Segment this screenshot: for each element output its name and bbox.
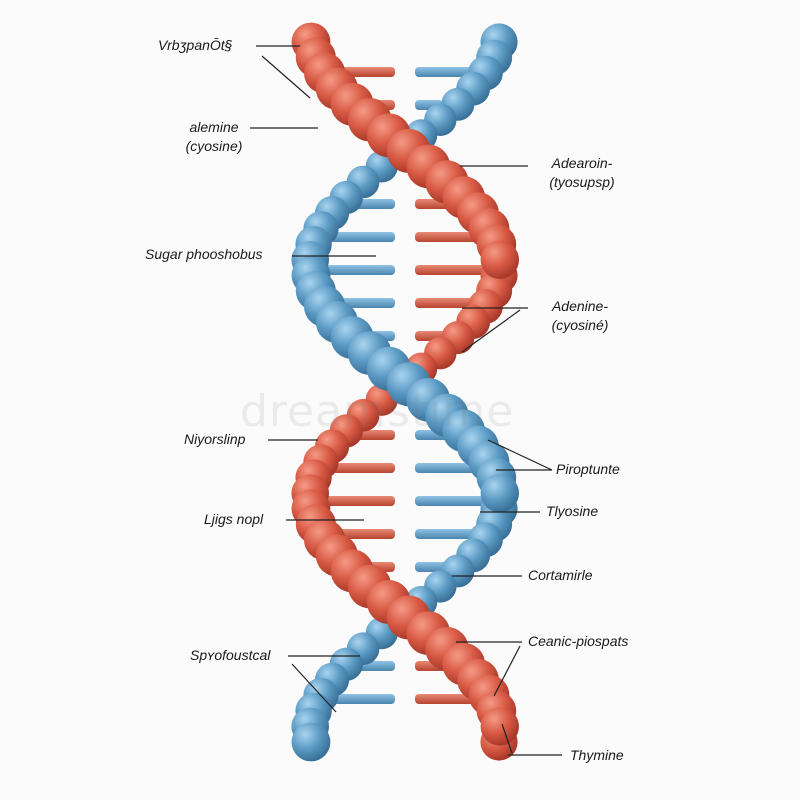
label-line: (cyosiné) xyxy=(551,317,609,333)
label-line: alemine xyxy=(189,119,239,135)
label-niyorslinp: Niyorslinp xyxy=(184,431,246,447)
base-rung xyxy=(354,199,395,209)
leader-line xyxy=(461,309,521,353)
label-ceanic-prospats: Ceanic-piospats xyxy=(528,633,629,649)
base-rung xyxy=(415,298,474,308)
base-rung xyxy=(415,67,473,77)
label-spofoustcal: Spʏofoustcal xyxy=(190,647,271,663)
leader-line xyxy=(501,723,513,754)
leader-line xyxy=(291,663,337,713)
label-cortamirle: Cortamirle xyxy=(528,567,593,583)
base-rung xyxy=(330,232,395,242)
blue-backbone-sphere xyxy=(291,722,331,762)
leader-line xyxy=(487,439,553,471)
base-rung xyxy=(415,694,478,704)
label-line: Adenine- xyxy=(551,298,609,314)
label-sugar-phosphobus: Sugar phooshobus xyxy=(145,246,263,262)
base-rung xyxy=(336,298,395,308)
label-line: Adearoin- xyxy=(551,155,613,171)
label-line: (cyosine) xyxy=(185,138,243,154)
base-rung xyxy=(415,562,448,572)
base-rung xyxy=(415,265,486,275)
blue-backbone-sphere xyxy=(480,473,519,513)
base-rung xyxy=(356,430,395,440)
label-thymine: Thymine xyxy=(570,747,624,763)
label-adearoin: Adearoin- (tyosupsp) xyxy=(534,154,630,192)
label-top-left: VrbʒpanŌt§ xyxy=(158,37,233,53)
base-rung xyxy=(415,496,486,506)
label-tlyosine: Tlyosine xyxy=(546,503,599,519)
label-piroptunte: Piroptunte xyxy=(556,461,620,477)
base-rung xyxy=(331,463,395,473)
base-rung xyxy=(415,463,479,473)
base-rung xyxy=(332,694,395,704)
leader-line xyxy=(261,55,311,99)
label-line: (tyosupsp) xyxy=(549,174,615,190)
leader-line xyxy=(493,645,521,697)
base-rung xyxy=(415,232,480,242)
base-rung xyxy=(334,529,395,539)
label-ljigs-nopl: Ljigs nopl xyxy=(204,511,264,527)
label-adenine-cyosine: Adenine- (cyosiné) xyxy=(534,297,626,335)
label-alemine-cyosine: alemine (cyosine) xyxy=(176,118,252,156)
red-backbone-sphere xyxy=(480,707,519,746)
base-rung xyxy=(324,496,395,506)
red-backbone-sphere xyxy=(480,240,519,279)
base-rung xyxy=(324,265,395,275)
base-rung xyxy=(415,529,476,539)
